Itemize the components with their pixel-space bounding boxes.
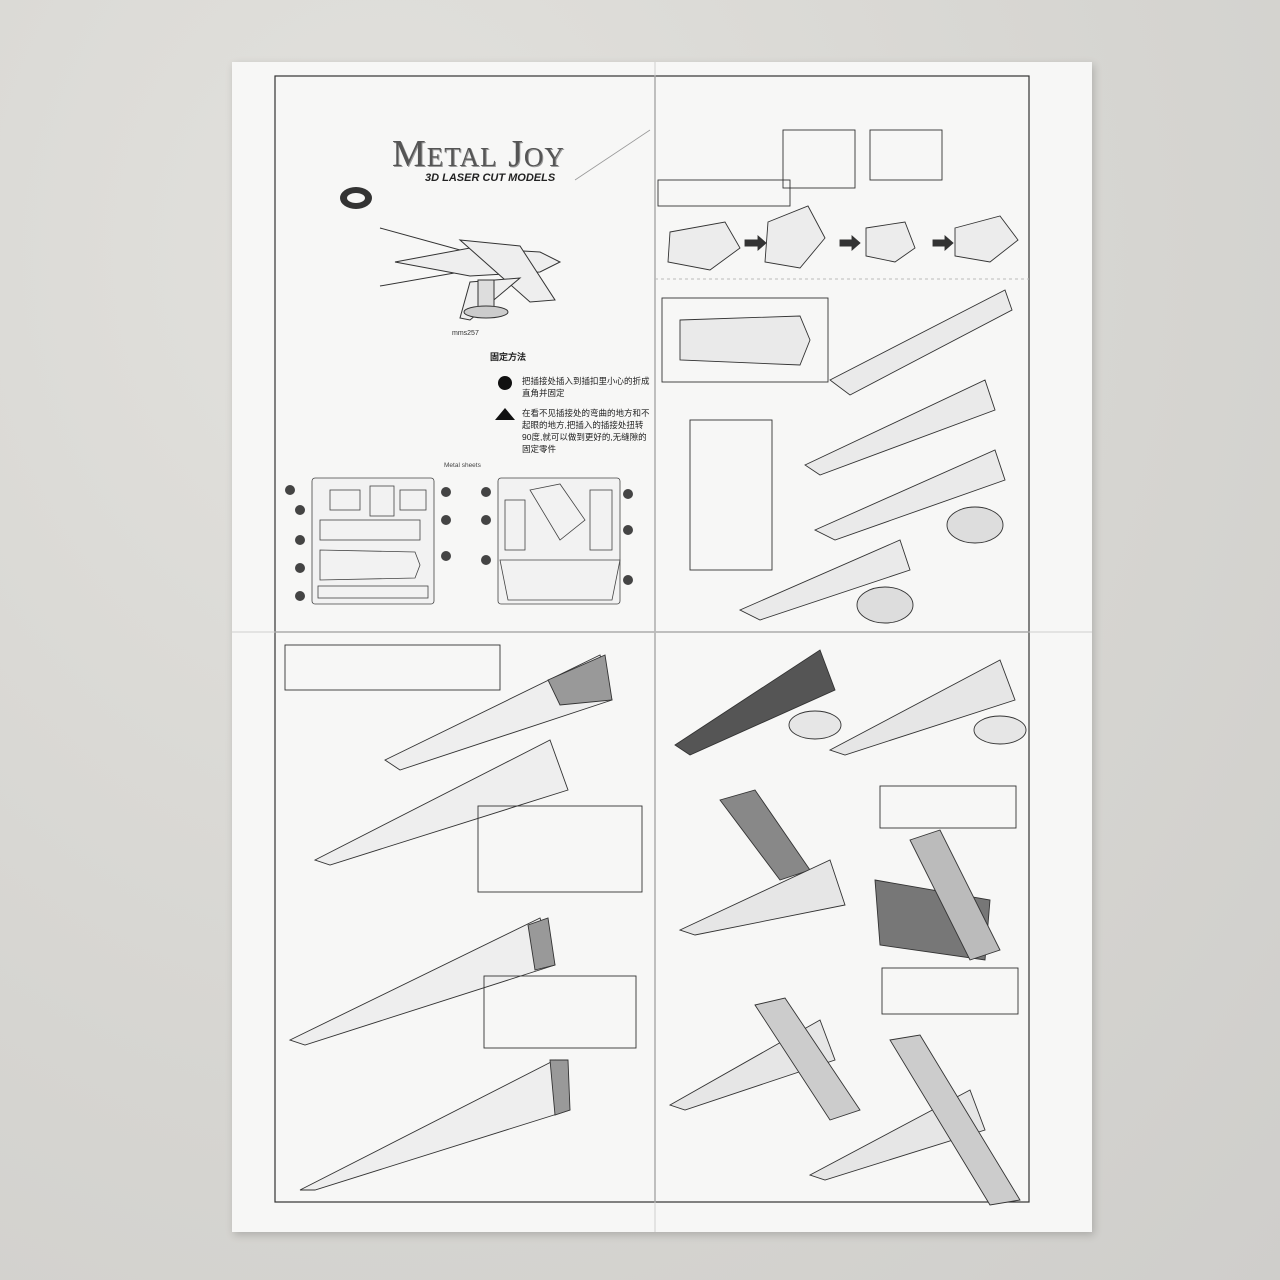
fixing-method-item-1: 把插接处插入到插扣里小心的折成直角并固定 — [522, 376, 650, 398]
brand-tagline: 3D LASER CUT MODELS — [425, 172, 556, 184]
metal-sheets-label: Metal sheets — [444, 462, 481, 469]
stand-assembly-steps — [657, 129, 1019, 271]
instruction-sheet — [232, 62, 1092, 1232]
rotate-360-icon — [340, 187, 372, 209]
metal-sheet-1 — [311, 477, 435, 605]
nose-cockpit-steps — [284, 644, 643, 1191]
wing-steps — [668, 649, 1027, 1206]
model-code: mms257 — [452, 330, 479, 337]
fuselage-steps — [661, 289, 1013, 624]
brand-logo: Metal Joy — [392, 133, 565, 175]
metal-sheet-2 — [497, 477, 621, 605]
fixing-method-item-2: 在看不见插接处的弯曲的地方和不起眼的地方,把插入的插接处扭转90度,就可以做到更… — [522, 408, 650, 454]
xwing-hero-image — [379, 227, 562, 321]
triangle-icon — [495, 408, 515, 420]
circle-icon — [498, 376, 512, 390]
fixing-method-title: 固定方法 — [490, 352, 527, 362]
